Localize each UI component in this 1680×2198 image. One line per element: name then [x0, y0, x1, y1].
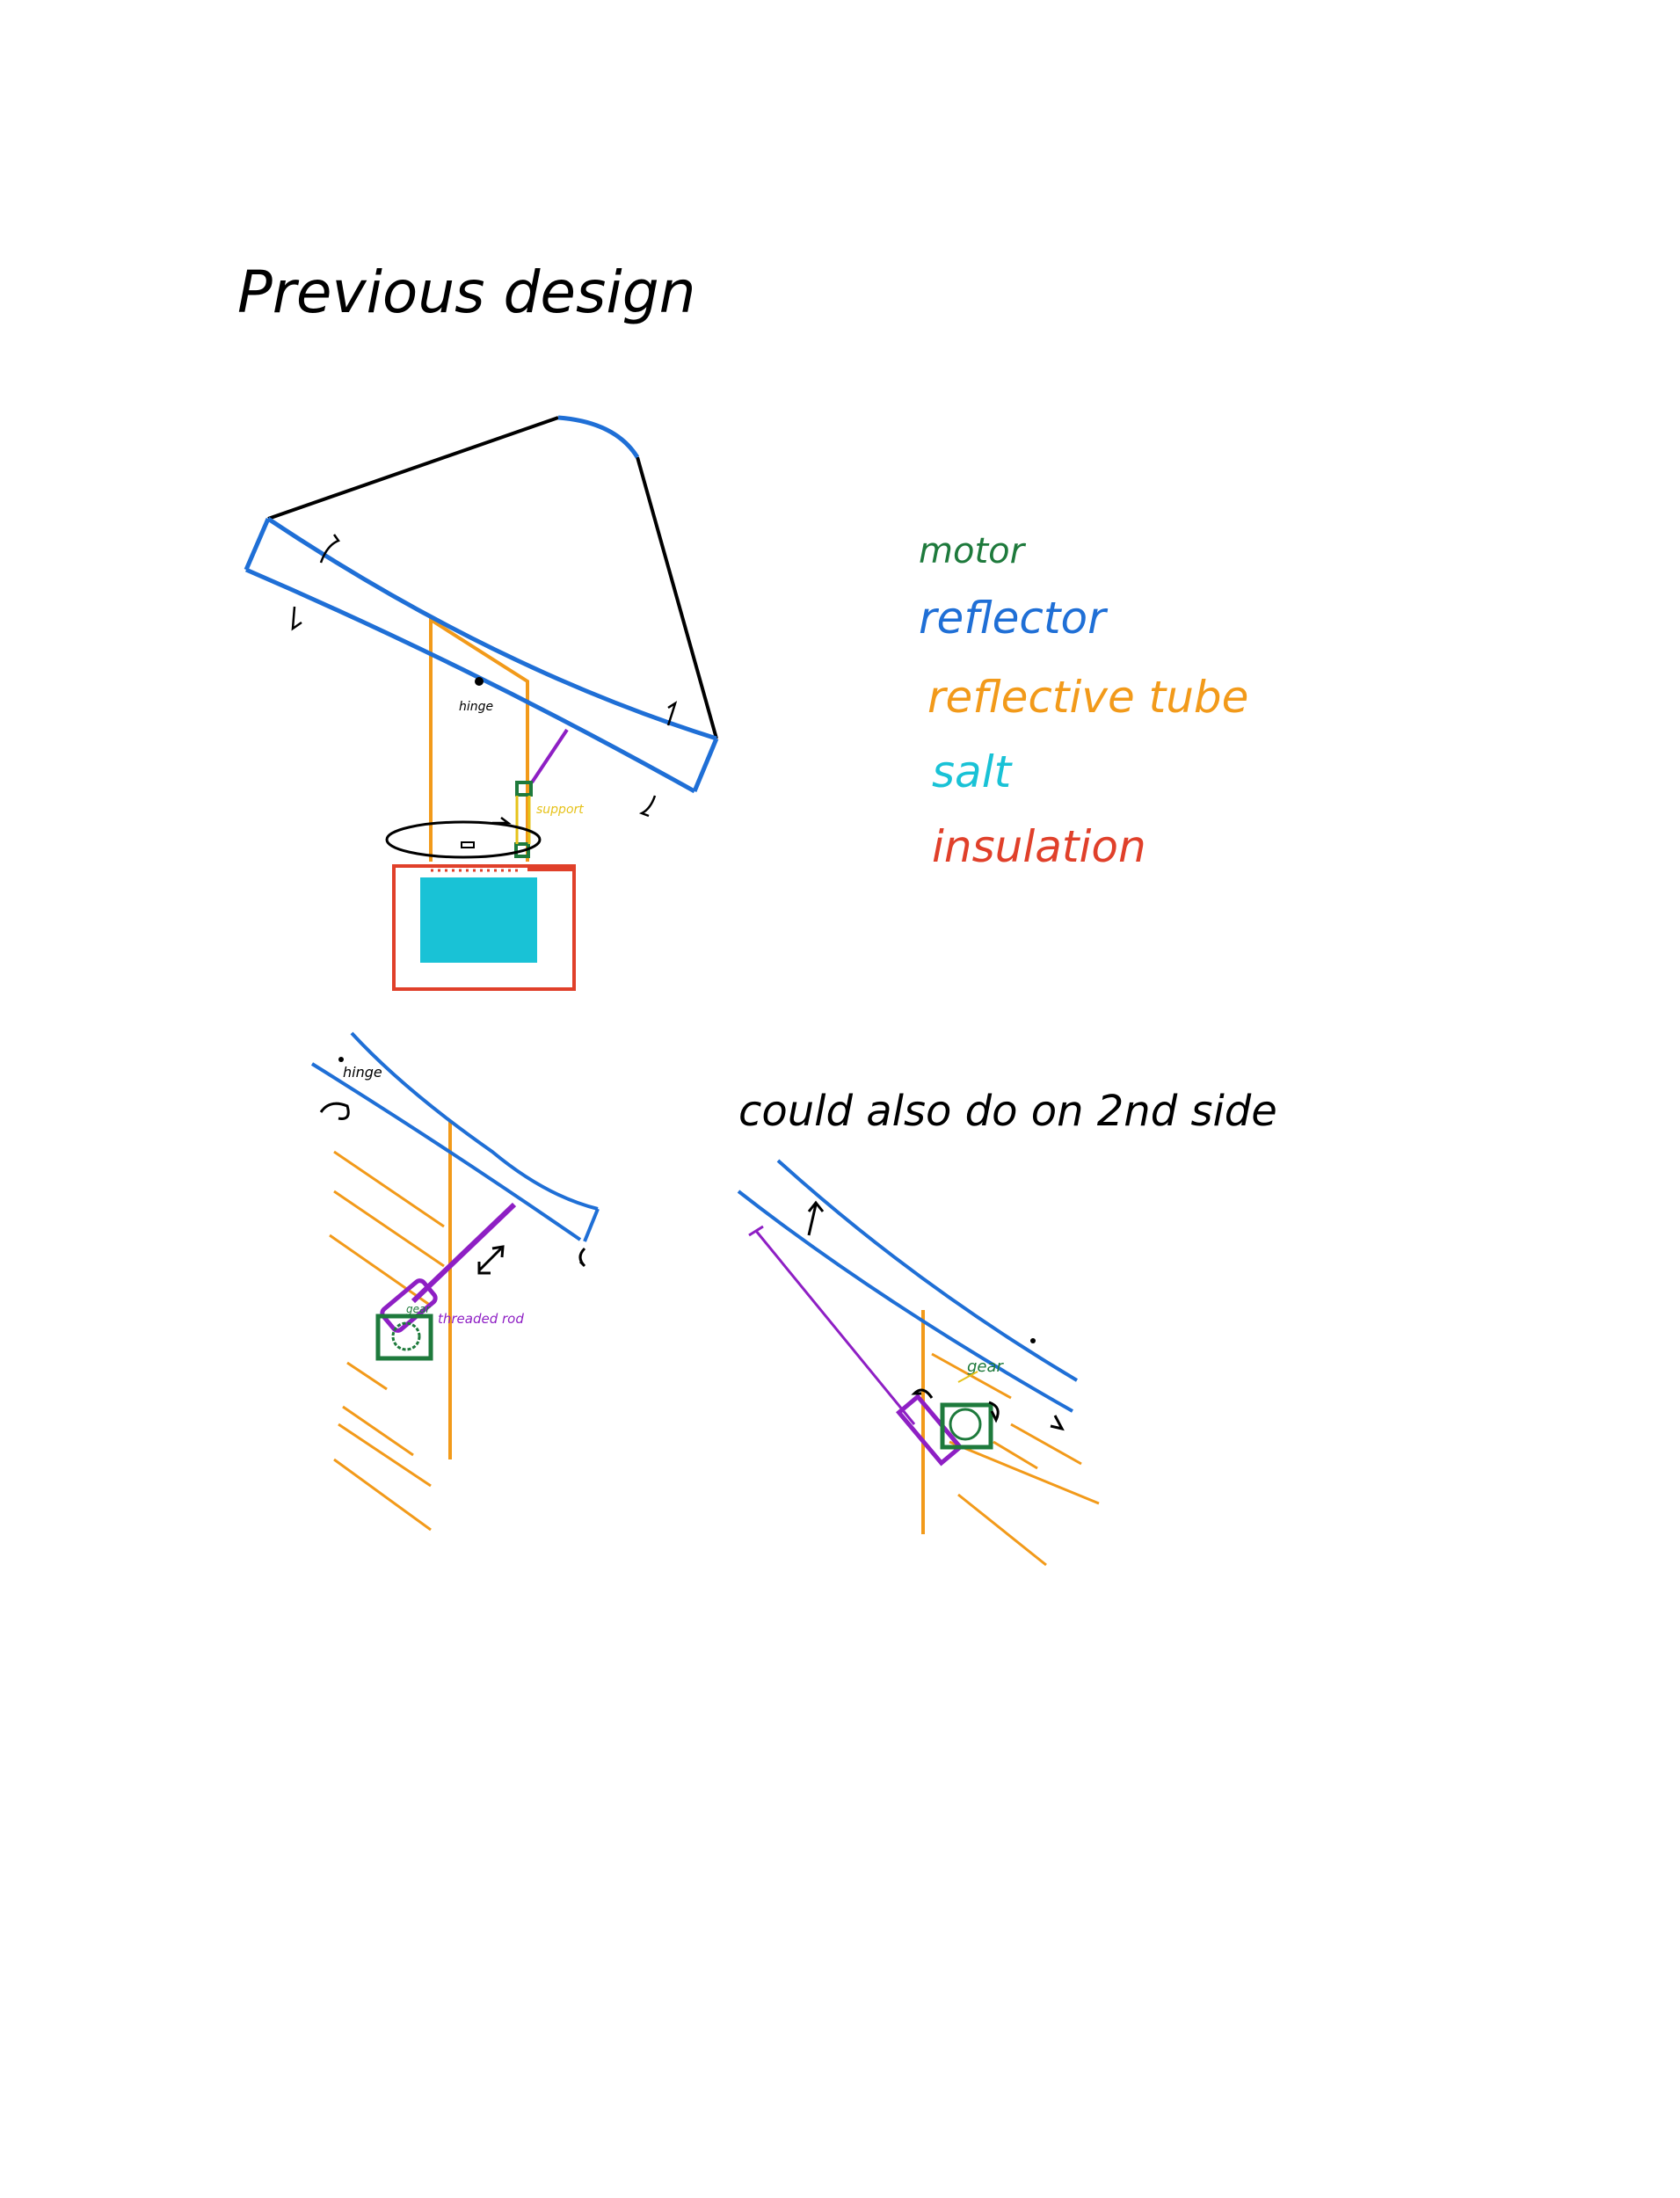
second-side-note: could also do on 2nd side — [738, 1087, 1277, 1136]
dot-right — [1030, 1338, 1036, 1343]
threaded-rod-top — [530, 728, 569, 784]
gear-right-label: gear — [967, 1357, 1005, 1376]
hinge-dot — [475, 677, 484, 686]
reflector-right — [737, 1159, 1079, 1413]
hatching-right — [931, 1352, 1100, 1567]
rotation-arrows — [291, 534, 678, 818]
detail-left: hinge threaded rod gear — [310, 1031, 600, 1532]
motor-right — [940, 1402, 993, 1450]
rotation-ellipse — [385, 820, 542, 859]
legend: motor reflector reflective tube salt ins… — [919, 531, 1248, 872]
rotate-arrow-left — [319, 1102, 350, 1120]
move-arrows-left — [477, 1245, 586, 1275]
legend-motor: motor — [919, 531, 1027, 571]
legend-reflector: reflector — [919, 593, 1109, 644]
legend-insulation: insulation — [932, 821, 1146, 872]
rotation-arrows-right — [911, 1388, 1065, 1431]
threaded-rod-right — [754, 1230, 916, 1425]
hinge-left-dot — [338, 1057, 344, 1062]
ellipse-arrow — [492, 817, 512, 825]
gear-right — [949, 1408, 982, 1441]
hinge-left-label: hinge — [343, 1064, 382, 1081]
support-post — [515, 796, 531, 844]
legend-reflective-tube: reflective tube — [927, 672, 1248, 723]
threaded-rod-label: threaded rod — [438, 1311, 524, 1327]
detail-right: could also do on 2nd side gear — [737, 1087, 1277, 1567]
main-design: hinge support — [244, 415, 719, 991]
reflector-dish — [244, 516, 719, 794]
insulation-box — [392, 864, 576, 991]
hatching-left — [329, 1150, 445, 1532]
hinge-label: hinge — [459, 700, 493, 714]
motor-left — [375, 1314, 433, 1361]
threaded-rod-left — [411, 1202, 517, 1304]
reflector-top-arc — [557, 415, 640, 459]
rod-end-cap — [748, 1225, 764, 1237]
gear-left-label: gear — [406, 1303, 431, 1315]
motor-upper — [515, 781, 533, 797]
rod-housing-right — [896, 1394, 964, 1467]
salt-block — [420, 877, 537, 963]
gear-pointer — [957, 1371, 978, 1383]
support-label: support — [536, 803, 584, 817]
legend-salt: salt — [932, 746, 1014, 797]
reflector-frame — [267, 416, 718, 739]
gear-left — [391, 1321, 421, 1351]
reflector-left — [310, 1031, 600, 1242]
ellipse-tab — [461, 841, 475, 848]
reflective-tube — [429, 616, 529, 862]
arrow-right-up — [807, 1200, 825, 1236]
page-title: Previous design — [237, 258, 695, 326]
